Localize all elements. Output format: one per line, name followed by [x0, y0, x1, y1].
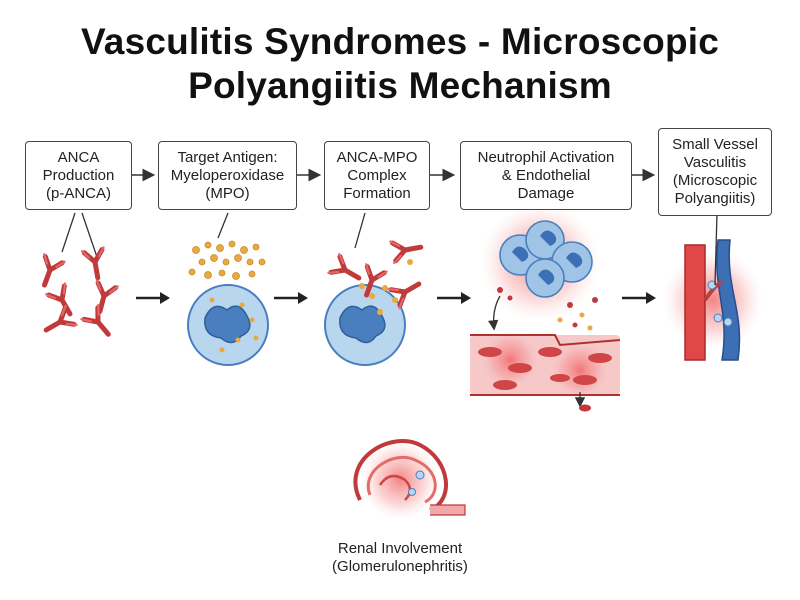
- step-5-line-2: Vasculitis: [683, 154, 747, 171]
- step-4-line-1: Neutrophil Activation: [477, 148, 615, 166]
- step-4-line-2: & Endothelial: [501, 166, 591, 184]
- flow-arrows-bottom: [136, 292, 656, 304]
- page-title: Vasculitis Syndromes - Microscopic Polya…: [0, 20, 800, 108]
- step-2-line-2: Myeloperoxidase: [170, 166, 285, 184]
- neutrophil-icon: [187, 284, 269, 366]
- step-4-line-3: Damage: [517, 184, 575, 202]
- blood-vessel-icon: [663, 212, 763, 361]
- step-3-line-1: ANCA-MPO: [336, 148, 418, 166]
- renal-line-2: (Glomerulonephritis): [332, 558, 468, 575]
- step-1-line-1: ANCA: [57, 148, 100, 166]
- title-line-1: Vasculitis Syndromes - Microscopic: [80, 21, 720, 62]
- step-box-anca-mpo-complex: ANCA-MPO Complex Formation: [324, 141, 430, 210]
- step-2-line-3: (MPO): [205, 184, 250, 202]
- mpo-granule-icon: [188, 212, 266, 280]
- step-1-line-2: Production: [42, 166, 115, 184]
- title-line-2: Polyangiitis Mechanism: [188, 65, 612, 106]
- renal-involvement-label: Renal Involvement (Glomerulonephritis): [300, 540, 500, 576]
- endothelium-icon: [470, 330, 621, 412]
- antibody-icon: [34, 212, 118, 341]
- activated-neutrophil-icon: [480, 202, 600, 331]
- step-1-line-3: (p-ANCA): [45, 184, 111, 202]
- step-box-neutrophil-activation: Neutrophil Activation & Endothelial Dama…: [460, 141, 632, 210]
- step-3-line-3: Formation: [343, 184, 411, 202]
- step-box-target-antigen: Target Antigen: Myeloperoxidase (MPO): [158, 141, 297, 210]
- step-box-small-vessel-vasculitis: Small Vessel Vasculitis (Microscopic Pol…: [658, 128, 772, 216]
- step-5-line-3: (Microscopic: [672, 172, 758, 189]
- renal-line-1: Renal Involvement: [337, 540, 463, 557]
- step-2-line-1: Target Antigen:: [177, 148, 278, 166]
- step-5-line-1: Small Vessel: [672, 136, 758, 153]
- glomerulus-icon: [353, 439, 466, 520]
- step-box-anca-production: ANCA Production (p-ANCA): [25, 141, 132, 210]
- anca-mpo-complex-icon: [324, 212, 424, 366]
- step-5-line-4: Polyangiitis): [674, 190, 756, 207]
- step-3-line-2: Complex: [347, 166, 407, 184]
